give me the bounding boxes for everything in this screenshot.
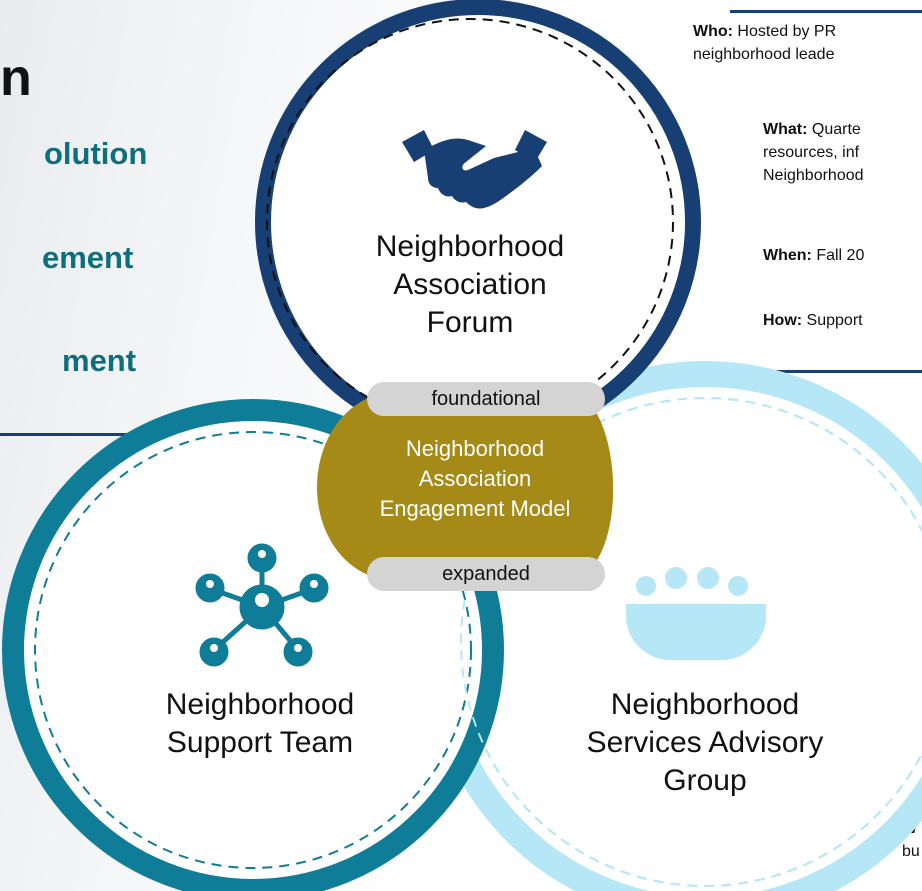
what-label: What: <box>763 121 808 138</box>
divider-left <box>0 433 140 436</box>
network-icon <box>195 543 329 667</box>
bottom-right-text: bu <box>902 843 920 860</box>
forum-label-line1: Neighborhood <box>375 230 565 263</box>
advisory-overlap-outline <box>460 397 922 887</box>
info-how: How: Support <box>763 309 863 332</box>
handshake-icon <box>402 130 547 209</box>
left-item-1: olution <box>44 136 148 171</box>
how-text: Support <box>802 312 863 329</box>
center-line1: Neighborhood <box>405 436 545 461</box>
left-item-2: ement <box>42 240 134 275</box>
what-text-3: Neighborhood <box>763 167 864 184</box>
left-title-fragment: n <box>0 49 32 107</box>
advisory-label-line3: Group <box>663 764 747 797</box>
who-text-2: neighborhood leade <box>693 46 835 63</box>
forum-label: Neighborhood Association Forum <box>340 228 600 342</box>
expanded-pill: expanded <box>367 557 605 591</box>
support-label: Neighborhood Support Team <box>130 686 390 762</box>
advisory-label-line2: Services Advisory <box>586 726 824 759</box>
how-label: How: <box>763 312 803 329</box>
support-label-line2: Support Team <box>166 726 354 759</box>
advisory-label-line1: Neighborhood <box>610 688 800 721</box>
what-text: Quarte <box>807 121 861 138</box>
divider-info <box>740 370 922 373</box>
who-text: Hosted by PR <box>732 23 837 40</box>
what-text-2: resources, inf <box>763 144 860 161</box>
advisory-label: Neighborhood Services Advisory Group <box>555 686 855 800</box>
forum-circle <box>255 0 701 445</box>
support-label-line1: Neighborhood <box>165 688 355 721</box>
who-label: Who: <box>693 23 733 40</box>
info-what: What: Quarte resources, inf Neighborhood <box>763 118 864 187</box>
center-line2: Association <box>418 466 532 491</box>
when-label: When: <box>763 247 812 264</box>
when-text: Fall 20 <box>811 247 865 264</box>
divider-top-right <box>730 10 922 13</box>
center-blob <box>317 387 614 587</box>
foundational-pill: foundational <box>367 382 605 416</box>
left-item-3: ment <box>62 343 137 378</box>
forum-label-line3: Forum <box>426 306 514 339</box>
meeting-icon <box>626 567 766 660</box>
center-model-label: Neighborhood Association Engagement Mode… <box>330 434 620 524</box>
info-who: Who: Hosted by PR neighborhood leade <box>693 20 836 66</box>
center-line3: Engagement Model <box>379 496 571 521</box>
info-when: When: Fall 20 <box>763 244 864 267</box>
forum-label-line2: Association <box>393 268 547 301</box>
